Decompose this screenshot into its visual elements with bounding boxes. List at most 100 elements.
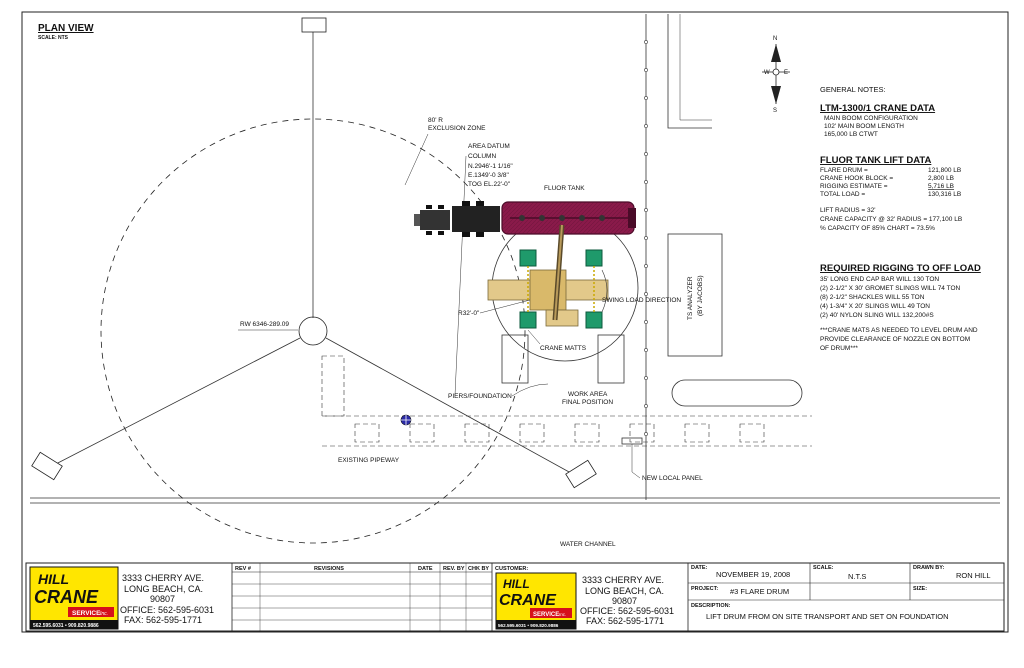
plan-title: PLAN VIEW (38, 23, 94, 34)
address-line-2-left: LONG BEACH, CA. (124, 584, 203, 594)
fax-left: FAX: 562-595-1771 (124, 615, 202, 625)
crane-line-1: MAIN BOOM CONFIGURATION (824, 115, 918, 122)
outrigger-pad-southwest (31, 451, 63, 481)
crane-data-title: LTM-1300/1 CRANE DATA (820, 103, 935, 114)
address-line-1-right: 3333 CHERRY AVE. (582, 575, 664, 585)
crane-line-3: 165,000 LB CTWT (824, 131, 878, 138)
transport-truck (414, 201, 500, 237)
lift-label-3: RIGGING ESTIMATE = (820, 183, 888, 190)
outrigger-pad-southeast (565, 459, 597, 489)
exclusion-radius-label: 80' R (428, 117, 443, 124)
north-arrow-icon (762, 44, 790, 104)
hill-crane-logo-right: HILL CRANE SERVICE Inc. 562.595.6031 • 9… (495, 572, 577, 630)
lift-value-3: 5,716 LB (928, 183, 954, 190)
plan-scale: SCALE: NTS (38, 35, 69, 41)
svg-text:Inc.: Inc. (559, 612, 566, 617)
exclusion-zone-label: EXCLUSION ZONE (428, 125, 486, 132)
crane-center-ring (298, 316, 328, 346)
rev-no-header: REV # (235, 566, 251, 572)
flare-drum (501, 201, 636, 235)
project-label: PROJECT: (691, 586, 718, 592)
work-area-label-1: WORK AREA (568, 391, 608, 398)
svg-text:562.595.6031 • 909.820.9886: 562.595.6031 • 909.820.9886 (33, 623, 99, 629)
svg-text:SERVICE: SERVICE (533, 612, 559, 618)
compass-w: W (764, 70, 770, 76)
description-value: LIFT DRUM FROM ON SITE TRANSPORT AND SET… (706, 612, 949, 621)
size-label: SIZE: (913, 586, 927, 592)
svg-text:HILL: HILL (38, 571, 69, 587)
datum-line-2: COLUMN (468, 153, 496, 160)
outrigger-southeast (325, 337, 581, 479)
pier-west (501, 334, 529, 384)
scale-value: N.T.S (848, 572, 866, 581)
address-line-3-left: 90807 (150, 594, 175, 604)
exclusion-zone-circle (100, 118, 526, 544)
water-channel-label: WATER CHANNEL (560, 541, 616, 548)
rigging-line-5: (2) 40' NYLON SLING WILL 132,200#S (820, 312, 934, 319)
lift-value-4: 130,316 LB (928, 191, 961, 198)
lift-value-1: 121,800 LB (928, 167, 961, 174)
svg-text:SERVICE: SERVICE (72, 610, 101, 617)
project-value: #3 FLARE DRUM (730, 587, 789, 596)
lift-data-title: FLUOR TANK LIFT DATA (820, 155, 931, 166)
address-line-1-left: 3333 CHERRY AVE. (122, 573, 204, 583)
drawn-by-value: RON HILL (956, 571, 991, 580)
revisions-header: REVISIONS (314, 566, 344, 572)
date-header: DATE (418, 566, 433, 572)
mats-note-1: ***CRANE MATS AS NEEDED TO LEVEL DRUM AN… (820, 327, 978, 334)
local-panel-label: NEW LOCAL PANEL (642, 475, 703, 482)
date-label: DATE: (691, 565, 708, 571)
mats-note-2: PROVIDE CLEARANCE OF NOZZLE ON BOTTOM (820, 336, 970, 343)
datum-line-3: N.2946'-1 1/16" (468, 163, 513, 170)
svg-text:Inc.: Inc. (100, 611, 108, 617)
outrigger-pad-north (301, 17, 327, 33)
svg-text:CRANE: CRANE (34, 587, 99, 607)
capacity-line-2: % CAPACITY OF 85% CHART = 73.5% (820, 225, 935, 232)
datum-line-4: E.1349'-0 3/8" (468, 172, 509, 179)
work-area-label-2: FINAL POSITION (562, 399, 613, 406)
compass-s: S (773, 108, 777, 114)
compass-n: N (773, 36, 777, 42)
local-panel-box (621, 437, 643, 445)
rigging-line-2: (2) 2-1/2" X 30' GROMET SLINGS WILL 74 T… (820, 285, 961, 292)
crane-carrier (487, 224, 609, 327)
crane-matts (519, 249, 603, 329)
sheet-border (21, 11, 1009, 633)
datum-line-1: AREA DATUM (468, 143, 510, 150)
address-line-2-right: LONG BEACH, CA. (585, 586, 664, 596)
outrigger-southwest (51, 337, 301, 467)
rigging-line-4: (4) 1-3/4" X 20' SLINGS WILL 49 TON (820, 303, 930, 310)
capacity-line-1: CRANE CAPACITY @ 32' RADIUS = 177,100 LB (820, 216, 962, 223)
svg-text:HILL: HILL (503, 577, 530, 591)
svg-text:CRANE: CRANE (499, 592, 557, 609)
rigging-line-3: (8) 2-1/2" SHACKLES WILL 55 TON (820, 294, 925, 301)
office-phone-left: OFFICE: 562-595-6031 (120, 605, 214, 615)
rigging-title: REQUIRED RIGGING TO OFF LOAD (820, 263, 981, 274)
mats-note-3: OF DRUM*** (820, 345, 858, 352)
fluor-tank-label: FLUOR TANK (544, 185, 585, 192)
drawn-by-label: DRAWN BY: (913, 565, 945, 571)
crane-line-2: 102' MAIN BOOM LENGTH (824, 123, 904, 130)
description-label: DESCRIPTION: (691, 603, 731, 609)
swing-direction-label: SWING LOAD DIRECTION (602, 297, 681, 304)
hill-crane-logo-left: HILL CRANE SERVICE Inc. 562.595.6031 • 9… (29, 566, 119, 630)
date-value: NOVEMBER 19, 2008 (716, 570, 790, 579)
address-line-3-right: 90807 (612, 596, 637, 606)
compass-e: E (784, 70, 788, 76)
radius-label: R32'-0" (458, 310, 480, 317)
ts-analyzer-box (667, 233, 723, 357)
title-block (25, 562, 1005, 632)
datum-line-5: TOG EL.22'-0" (468, 181, 511, 188)
lift-radius: LIFT RADIUS = 32' (820, 207, 876, 214)
svg-text:562.595.6031 • 909.820.9886: 562.595.6031 • 909.820.9886 (498, 623, 559, 628)
rev-by-header: REV. BY (443, 566, 465, 572)
general-notes-title: GENERAL NOTES: (820, 85, 886, 94)
rigging-line-1: 35' LONG END CAP BAR WILL 130 TON (820, 276, 939, 283)
pier-east (597, 334, 625, 384)
horizontal-tank (671, 379, 803, 407)
lift-value-2: 2,800 LB (928, 175, 954, 182)
fax-right: FAX: 562-595-1771 (586, 616, 664, 626)
ts-analyzer-label: TS ANALYZER (687, 276, 694, 320)
